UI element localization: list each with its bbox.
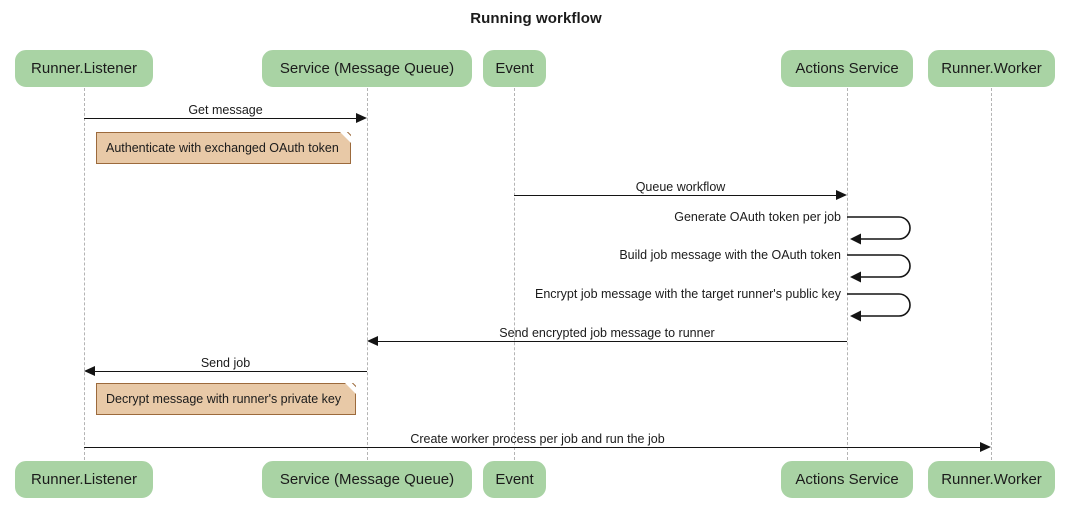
participant-event-bottom[interactable]: Event — [483, 461, 546, 498]
message-label-get-message: Get message — [188, 103, 263, 117]
participant-label: Runner.Worker — [941, 60, 1042, 77]
message-label-send-encrypted-job-message: Send encrypted job message to runner — [499, 326, 715, 340]
self-message-loop-encrypt-job-message[interactable] — [847, 287, 927, 323]
participant-actions-service-top[interactable]: Actions Service — [781, 50, 913, 87]
message-line-get-message[interactable] — [84, 118, 356, 119]
note-fold-edge-icon — [344, 383, 356, 395]
participant-actions-service-bottom[interactable]: Actions Service — [781, 461, 913, 498]
message-label-create-worker-process: Create worker process per job and run th… — [410, 432, 665, 446]
arrowhead-left-icon — [84, 365, 95, 376]
message-label-queue-workflow: Queue workflow — [635, 180, 726, 194]
participant-runner-listener-top[interactable]: Runner.Listener — [15, 50, 153, 87]
participant-label: Event — [495, 60, 534, 77]
lifeline-service-message-queue — [367, 88, 368, 460]
lifeline-event — [514, 88, 515, 460]
participant-service-message-queue-top[interactable]: Service (Message Queue) — [262, 50, 472, 87]
participant-runner-worker-top[interactable]: Runner.Worker — [928, 50, 1055, 87]
arrowhead-right-icon — [356, 112, 367, 123]
participant-label: Service (Message Queue) — [279, 471, 455, 488]
note-decrypt: Decrypt message with runner's private ke… — [96, 383, 356, 415]
message-label-generate-oauth-token-per-job: Generate OAuth token per job — [674, 210, 841, 224]
participant-event-top[interactable]: Event — [483, 50, 546, 87]
participant-service-message-queue-bottom[interactable]: Service (Message Queue) — [262, 461, 472, 498]
arrowhead-right-icon — [980, 441, 991, 452]
message-label-build-job-message: Build job message with the OAuth token — [619, 248, 841, 262]
participant-label: Runner.Listener — [31, 471, 137, 488]
lifeline-runner-listener — [84, 88, 85, 460]
lifeline-actions-service — [847, 88, 848, 460]
self-message-loop-generate-oauth-token[interactable] — [847, 210, 927, 246]
arrowhead-right-icon — [836, 189, 847, 200]
message-label-encrypt-job-message: Encrypt job message with the target runn… — [534, 287, 841, 301]
participant-label: Actions Service — [795, 60, 899, 77]
participant-label: Service (Message Queue) — [279, 60, 455, 77]
arrowhead-left-icon — [367, 335, 378, 346]
self-message-loop-build-job-message[interactable] — [847, 248, 927, 284]
message-line-create-worker-process[interactable] — [84, 447, 980, 448]
participant-runner-worker-bottom[interactable]: Runner.Worker — [928, 461, 1055, 498]
participant-label: Event — [495, 471, 534, 488]
message-line-queue-workflow[interactable] — [514, 195, 836, 196]
participant-runner-listener-bottom[interactable]: Runner.Listener — [15, 461, 153, 498]
lifeline-runner-worker — [991, 88, 992, 460]
message-label-send-job: Send job — [200, 356, 251, 370]
note-authenticate: Authenticate with exchanged OAuth token — [96, 132, 351, 164]
participant-label: Runner.Listener — [31, 60, 137, 77]
message-line-send-job[interactable] — [95, 371, 367, 372]
message-line-send-encrypted-job-message[interactable] — [378, 341, 847, 342]
note-fold-edge-icon — [339, 132, 351, 144]
page-title: Running workflow — [470, 10, 602, 27]
participant-label: Actions Service — [795, 471, 899, 488]
participant-label: Runner.Worker — [941, 471, 1042, 488]
note-text: Authenticate with exchanged OAuth token — [106, 141, 339, 155]
note-text: Decrypt message with runner's private ke… — [106, 392, 342, 406]
